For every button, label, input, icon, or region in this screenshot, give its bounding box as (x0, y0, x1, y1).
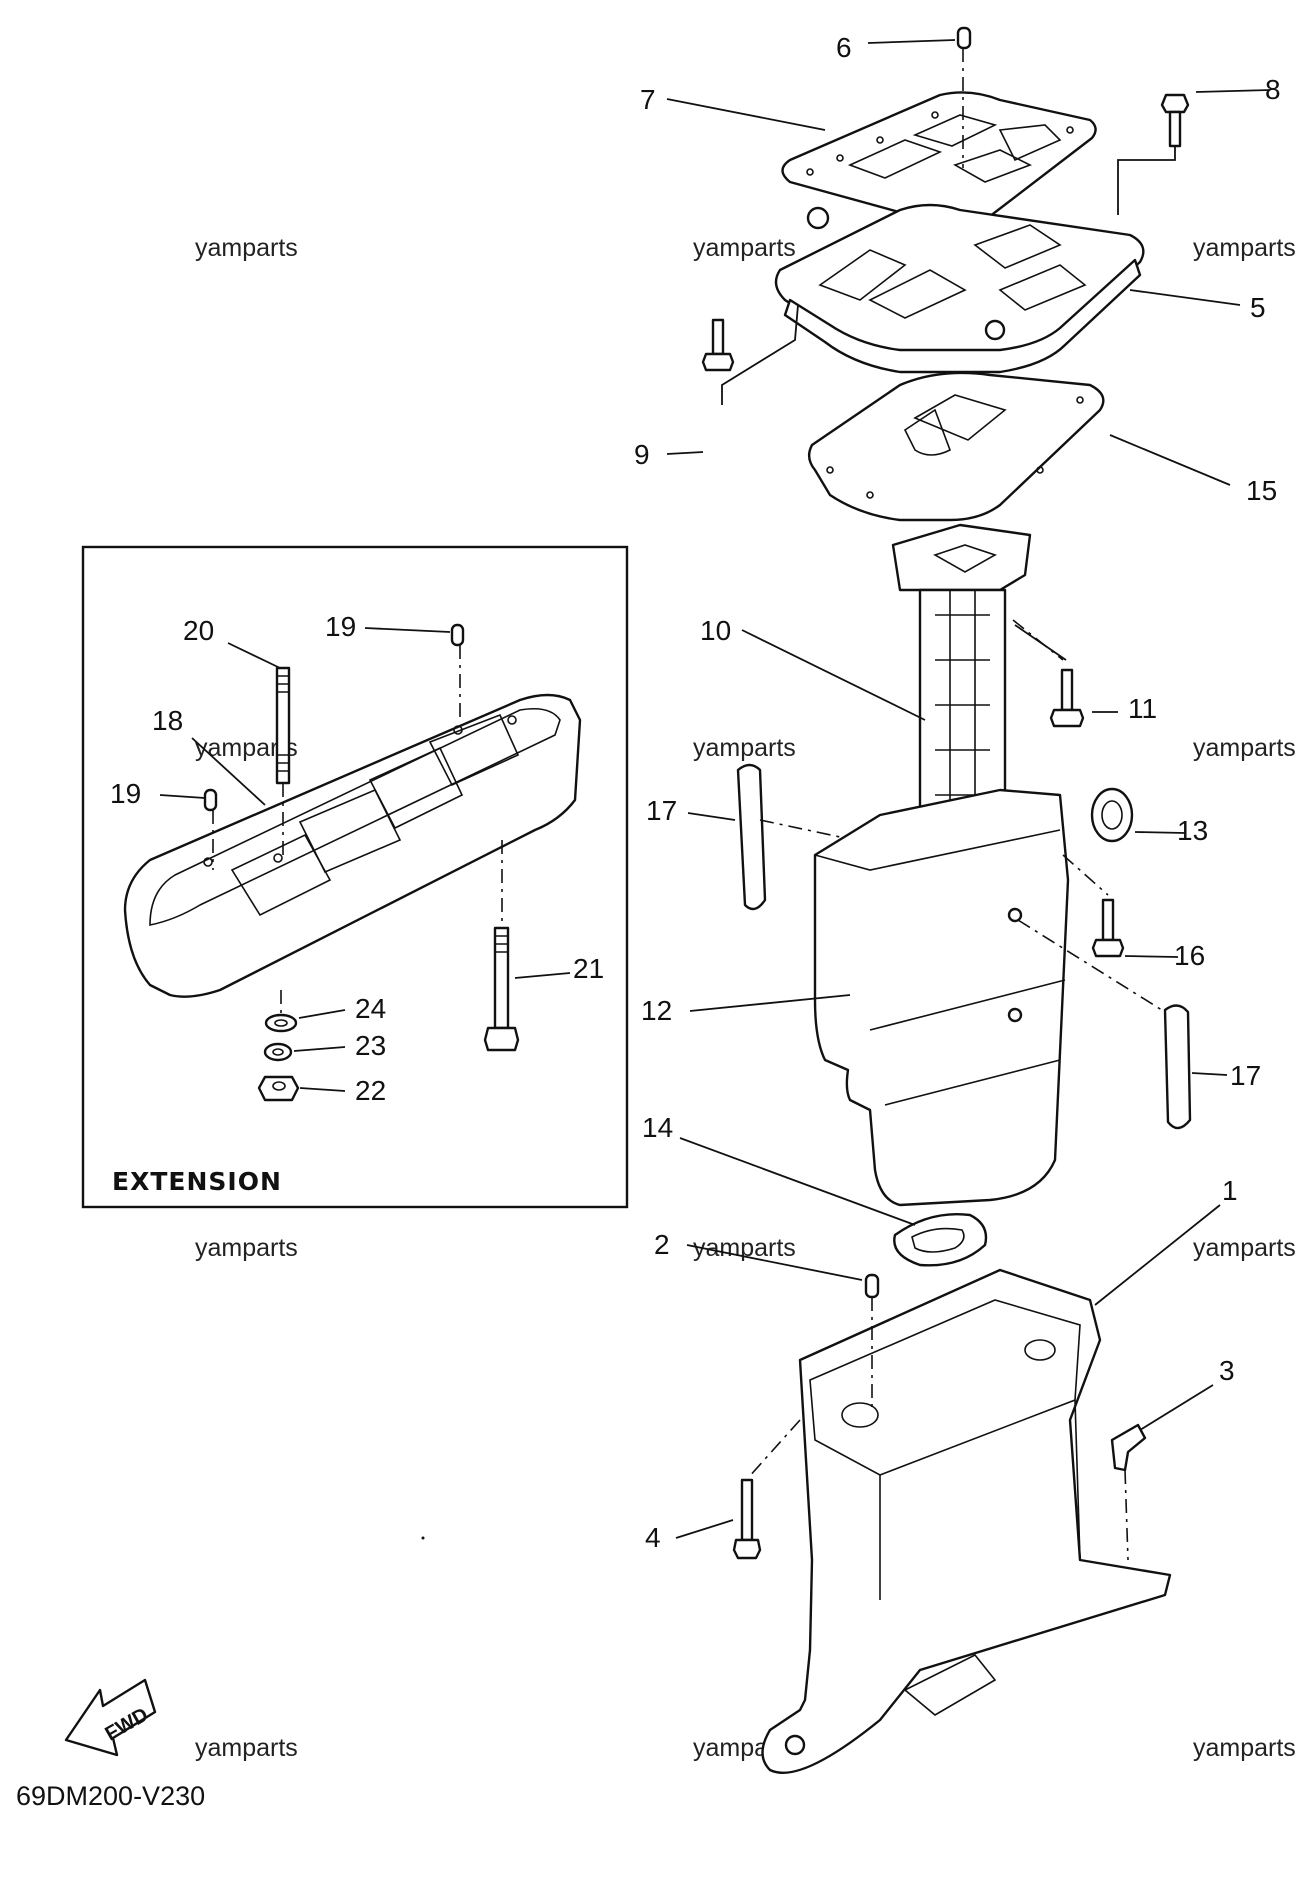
extension-frame (81, 545, 629, 1209)
callout-23: 23 (355, 1030, 386, 1061)
part-19-dowel-pin-left (203, 788, 218, 812)
callout-13: 13 (1177, 815, 1208, 846)
part-23-spring-washer (263, 1042, 293, 1062)
callout-14: 14 (642, 1112, 673, 1143)
callout-12: 12 (641, 995, 672, 1026)
part-17-damper-upper (736, 763, 767, 911)
part-6-dowel-pin (956, 26, 972, 50)
part-12-upper-casing (813, 788, 1070, 1207)
part-15-gasket (807, 371, 1105, 522)
part-8-bolt (1160, 93, 1190, 148)
part-2-dowel-pin (864, 1273, 880, 1299)
callout-5: 5 (1250, 292, 1266, 323)
part-22-nut (257, 1075, 300, 1102)
leader-lines (666, 39, 1271, 1561)
callout-18: 18 (152, 705, 183, 736)
watermark-2: yamparts (693, 234, 796, 262)
callout-8: 8 (1265, 74, 1281, 105)
callout-21: 21 (573, 953, 604, 984)
diagram-code: 69DM200-V230 (16, 1781, 205, 1811)
callout-11: 11 (1128, 693, 1157, 724)
part-4-bolt (732, 1478, 762, 1560)
part-21-bolt (483, 926, 520, 1052)
callout-9: 9 (634, 439, 650, 470)
extension-label: EXTENSION (112, 1167, 282, 1196)
callout-4: 4 (645, 1522, 661, 1553)
part-24-plain-washer (264, 1013, 298, 1033)
part-19-dowel-pin-right (450, 623, 465, 647)
part-13-grommet (1090, 787, 1134, 843)
watermark-12: yamparts (1193, 1734, 1296, 1762)
watermark-7: yamparts (195, 1234, 298, 1262)
callout-17-upper: 17 (646, 795, 677, 826)
part-14-seal (893, 1213, 988, 1267)
fwd-arrow-icon (64, 1678, 157, 1757)
watermark-5: yamparts (693, 734, 796, 762)
watermark-1: yamparts (195, 234, 298, 262)
part-10-exhaust-guide (891, 523, 1032, 832)
forward-arrow: FWD (64, 1678, 157, 1757)
part-3-clip (1110, 1423, 1147, 1472)
callout-10: 10 (700, 615, 731, 646)
stray-dot (421, 1536, 425, 1540)
callout-16: 16 (1174, 940, 1205, 971)
callout-6: 6 (836, 32, 852, 63)
callout-20: 20 (183, 615, 214, 646)
part-5-upper-mount (774, 203, 1145, 374)
part-17-damper-lower (1163, 1004, 1192, 1130)
watermark-6: yamparts (1193, 734, 1296, 762)
part-9-bolt (701, 318, 735, 372)
callout-19-left: 19 (110, 778, 141, 809)
callout-15: 15 (1246, 475, 1277, 506)
part-16-bolt (1091, 898, 1125, 958)
watermark-9: yamparts (1193, 1234, 1296, 1262)
callout-1: 1 (1222, 1175, 1238, 1206)
callout-2: 2 (654, 1229, 670, 1260)
part-11-bolt (1049, 668, 1085, 728)
part-7-gasket (781, 91, 1097, 229)
part-20-stud-bolt (275, 666, 291, 785)
watermark-3: yamparts (1193, 234, 1296, 262)
callout-19-right: 19 (325, 611, 356, 642)
callout-numbers: 1 2 3 4 5 6 7 8 9 10 11 12 13 14 15 16 1… (110, 32, 1281, 1553)
callout-24: 24 (355, 993, 386, 1024)
callout-17-lower: 17 (1230, 1060, 1261, 1091)
watermark-8: yamparts (693, 1234, 796, 1262)
watermark-10: yamparts (195, 1734, 298, 1762)
callout-3: 3 (1219, 1355, 1235, 1386)
part-1-lower-casing (761, 1268, 1172, 1774)
callout-22: 22 (355, 1075, 386, 1106)
part-18-extension-plate (123, 693, 582, 998)
callout-7: 7 (640, 84, 656, 115)
extension-panel: EXTENSION (81, 545, 629, 1209)
